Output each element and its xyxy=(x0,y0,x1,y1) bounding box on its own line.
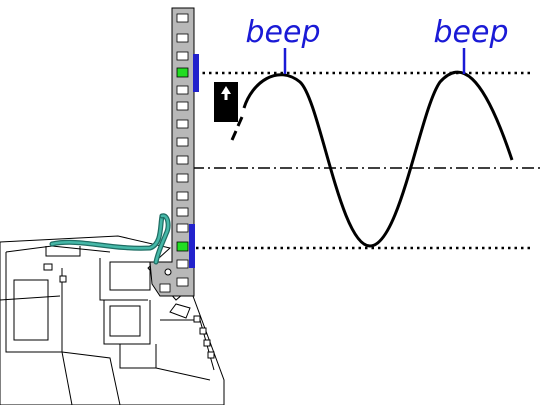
vertical-rail xyxy=(149,7,199,297)
up-arrow-icon xyxy=(214,82,238,122)
upper-led xyxy=(176,67,189,78)
sine-wave-dashed-start xyxy=(230,116,244,141)
lower-led xyxy=(176,241,189,252)
machine-base xyxy=(0,235,225,405)
rail-slots xyxy=(159,13,189,293)
beep-label-right: beep xyxy=(434,15,509,50)
rail-screw xyxy=(164,268,172,276)
lower-sensor-bar xyxy=(189,224,195,268)
sensor-cable xyxy=(49,213,171,265)
upper-sensor-bar xyxy=(193,54,199,92)
beep-label-left: beep xyxy=(246,15,321,50)
sine-wave xyxy=(242,70,514,248)
